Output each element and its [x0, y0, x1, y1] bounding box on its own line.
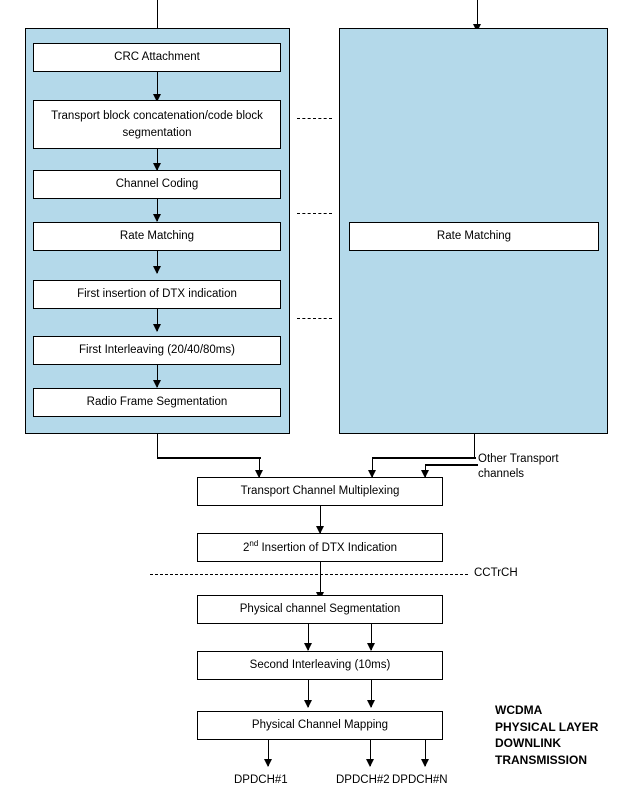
step-rate-matching-right-label: Rate Matching — [436, 229, 512, 242]
step-first-insertion-dtx-label: First insertion of DTX indication — [77, 287, 237, 300]
step-channel-coding-label: Channel Coding — [115, 177, 199, 190]
left-connector-2 — [156, 148, 159, 170]
merge-right-run — [371, 457, 476, 459]
step-second-insertion-dtx[interactable]: 2nd Insertion of DTX Indication — [197, 533, 443, 562]
output-head-2 — [365, 759, 374, 767]
step-first-insertion-dtx[interactable]: First insertion of DTX indication — [33, 280, 281, 309]
interleave-to-mapping-line-a — [307, 680, 310, 707]
interleave-to-mapping-head-b — [366, 700, 375, 708]
step-crc-attachment-label: CRC Attachment — [114, 50, 200, 63]
step-second-interleaving-label: Second Interleaving (10ms) — [249, 658, 391, 671]
interleave-to-mapping-head-a — [303, 700, 312, 708]
left-connector-5 — [156, 309, 159, 331]
other-transport-channels-label: Other Transport channels — [478, 453, 559, 480]
physeg-to-interleave-head-a — [303, 643, 312, 651]
step-transport-channel-multiplexing-label: Transport Channel Multiplexing — [240, 484, 400, 497]
merge-left-head — [254, 470, 263, 478]
left-connector-3 — [156, 199, 159, 221]
step-radio-frame-segmentation-label: Radio Frame Segmentation — [86, 395, 228, 408]
ordinal-superscript: nd — [249, 538, 259, 548]
cctrch-label: CCTrCH — [474, 567, 518, 579]
step-crc-attachment[interactable]: CRC Attachment — [33, 43, 281, 72]
step-transport-block-concatenation-label: Transport block concatenation/code block… — [51, 109, 263, 139]
mux-to-dtx2-line — [319, 506, 322, 533]
diagram-title-block: WCDMA PHYSICAL LAYER DOWNLINK TRANSMISSI… — [495, 702, 598, 768]
mux-to-dtx2-head — [315, 526, 324, 534]
output-line-2 — [369, 740, 372, 766]
left-connector-2-head — [152, 163, 161, 171]
merge-right-drop — [473, 434, 476, 458]
output-head-1 — [263, 759, 272, 767]
left-connector-1 — [156, 71, 159, 101]
merge-left-drop — [156, 434, 159, 458]
step-transport-channel-multiplexing[interactable]: Transport Channel Multiplexing — [197, 477, 443, 506]
step-first-interleaving-label: First Interleaving (20/40/80ms) — [79, 343, 235, 356]
merge-left-run — [156, 457, 261, 459]
output-label-dpdch-1: DPDCH#1 — [234, 774, 288, 786]
step-transport-block-concatenation[interactable]: Transport block concatenation/code block… — [33, 100, 281, 149]
other-channels-head — [420, 470, 429, 478]
output-label-dpdch-n: DPDCH#N — [392, 774, 448, 786]
title-line-2: PHYSICAL LAYER — [495, 719, 599, 734]
left-connector-3-head — [152, 214, 161, 222]
step-rate-matching-left-label: Rate Matching — [119, 229, 195, 242]
dtx2-to-physeg-line — [319, 562, 322, 606]
step-radio-frame-segmentation[interactable]: Radio Frame Segmentation — [33, 388, 281, 417]
column-link-dash-1 — [297, 118, 332, 119]
input-arrow-right-line — [476, 0, 479, 32]
physeg-to-interleave-head-b — [366, 643, 375, 651]
input-arrow-left-line — [156, 0, 159, 36]
title-line-4: TRANSMISSION — [495, 752, 588, 767]
left-connector-4 — [156, 251, 159, 273]
column-link-dash-3 — [297, 318, 332, 319]
step-physical-channel-segmentation[interactable]: Physical channel Segmentation — [197, 595, 443, 624]
step-second-insertion-dtx-label: 2nd Insertion of DTX Indication — [242, 538, 398, 554]
step-first-interleaving[interactable]: First Interleaving (20/40/80ms) — [33, 336, 281, 365]
merge-left-into-mux — [258, 457, 261, 477]
left-connector-6-head — [152, 380, 161, 388]
title-line-3: DOWNLINK — [495, 736, 561, 751]
left-connector-1-head — [152, 94, 161, 102]
left-connector-4-head — [152, 266, 161, 274]
physeg-to-interleave-line-a — [307, 624, 310, 650]
step-channel-coding[interactable]: Channel Coding — [33, 170, 281, 199]
step-physical-channel-segmentation-label: Physical channel Segmentation — [239, 602, 401, 615]
interleave-to-mapping-line-b — [370, 680, 373, 707]
merge-right-head — [367, 470, 376, 478]
other-channels-run — [424, 464, 478, 466]
step-rate-matching-right[interactable]: Rate Matching — [349, 222, 599, 251]
step-physical-channel-mapping[interactable]: Physical Channel Mapping — [197, 711, 443, 740]
left-connector-6 — [156, 365, 159, 387]
step-second-interleaving[interactable]: Second Interleaving (10ms) — [197, 651, 443, 680]
step-rate-matching-left[interactable]: Rate Matching — [33, 222, 281, 251]
column-link-dash-2 — [297, 213, 332, 214]
output-line-3 — [424, 740, 427, 766]
cctrch-boundary-line — [150, 574, 468, 575]
step-physical-channel-mapping-label: Physical Channel Mapping — [251, 718, 389, 731]
output-line-1 — [267, 740, 270, 766]
left-connector-5-head — [152, 324, 161, 332]
physeg-to-interleave-line-b — [370, 624, 373, 650]
output-label-dpdch-2: DPDCH#2 — [336, 774, 390, 786]
title-line-1: WCDMA — [495, 703, 543, 717]
merge-right-into-mux — [371, 457, 374, 477]
output-head-3 — [420, 759, 429, 767]
